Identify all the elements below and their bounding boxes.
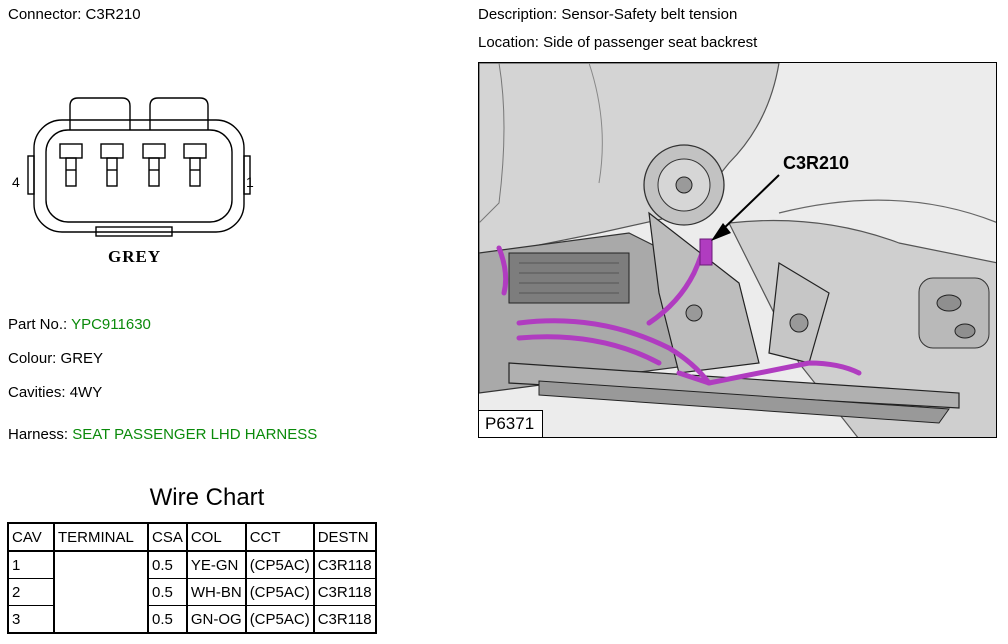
cell-destn[interactable]: C3R118 bbox=[312, 550, 377, 579]
cavities-line: Cavities: 4WY bbox=[8, 384, 102, 401]
terminal-cavity-2 bbox=[100, 143, 124, 187]
header-col: COL bbox=[185, 522, 247, 552]
wire-chart-title: Wire Chart bbox=[149, 484, 265, 511]
cell-col: YE-GN bbox=[185, 550, 247, 579]
colour-line: Colour: GREY bbox=[8, 350, 103, 367]
location-illustration: C3R210 P6371 bbox=[478, 62, 997, 438]
part-number-label: Part No.: bbox=[8, 316, 68, 333]
cell-cct: (CP5AC) bbox=[244, 605, 315, 634]
pin-number-left: 4 bbox=[12, 174, 20, 190]
side-key-right bbox=[243, 155, 251, 195]
cell-cct: (CP5AC) bbox=[244, 578, 315, 606]
cell-csa: 0.5 bbox=[147, 550, 188, 579]
header-destn: DESTN bbox=[312, 522, 377, 552]
wire-chart-table: CAV TERMINAL CSA COL CCT DESTN 1 0.5 YE-… bbox=[7, 522, 377, 634]
terminal-cavity-1 bbox=[59, 143, 83, 187]
connector-value: C3R210 bbox=[85, 6, 141, 23]
connector-face-diagram: 4 1 GREY bbox=[12, 97, 254, 266]
colour-value: GREY bbox=[60, 350, 104, 367]
pin-number-right: 1 bbox=[246, 174, 254, 190]
header-terminal: TERMINAL bbox=[53, 522, 149, 552]
cavities-value: 4WY bbox=[69, 384, 103, 401]
description-value: Sensor-Safety belt tension bbox=[561, 6, 738, 23]
cell-csa: 0.5 bbox=[147, 578, 188, 606]
header-cct: CCT bbox=[244, 522, 315, 552]
table-row: 1 0.5 YE-GN (CP5AC) C3R118 bbox=[7, 550, 377, 634]
harness-line: Harness: SEAT PASSENGER LHD HARNESS bbox=[8, 426, 317, 443]
cell-col: WH-BN bbox=[185, 578, 247, 606]
bottom-tab bbox=[95, 226, 173, 237]
housing-colour-label: GREY bbox=[108, 247, 161, 266]
location-label: Location: bbox=[478, 34, 539, 51]
description-label: Description: bbox=[478, 6, 558, 23]
seat-drawing bbox=[479, 63, 996, 437]
location-value: Side of passenger seat backrest bbox=[543, 34, 758, 51]
cell-cct: (CP5AC) bbox=[244, 550, 315, 579]
location-line: Location: Side of passenger seat backres… bbox=[478, 34, 757, 51]
connector-heading: Connector: C3R210 bbox=[8, 6, 141, 23]
cavities-label: Cavities: bbox=[8, 384, 66, 401]
terminal-cavity-3 bbox=[142, 143, 166, 187]
photo-reference-id: P6371 bbox=[479, 410, 544, 437]
photo-callout-label: C3R210 bbox=[783, 153, 850, 173]
cell-destn[interactable]: C3R118 bbox=[312, 578, 377, 606]
cell-cav: 3 bbox=[7, 605, 55, 634]
description-line: Description: Sensor-Safety belt tension bbox=[478, 6, 737, 23]
header-csa: CSA bbox=[147, 522, 188, 552]
table-row: 2 0.5 WH-BN (CP5AC) C3R118 bbox=[7, 578, 377, 606]
side-key-left bbox=[27, 155, 35, 195]
cell-terminal bbox=[53, 550, 149, 634]
table-row: 3 0.5 GN-OG (CP5AC) C3R118 bbox=[7, 605, 377, 634]
terminal-cavity-4 bbox=[183, 143, 207, 187]
wire-chart-header-row: CAV TERMINAL CSA COL CCT DESTN bbox=[7, 522, 377, 552]
part-number-link[interactable]: YPC911630 bbox=[71, 316, 151, 333]
header-cav: CAV bbox=[7, 522, 55, 552]
colour-label: Colour: bbox=[8, 350, 57, 367]
cell-col: GN-OG bbox=[185, 605, 247, 634]
harness-link[interactable]: SEAT PASSENGER LHD HARNESS bbox=[72, 426, 318, 443]
cell-destn[interactable]: C3R118 bbox=[312, 605, 377, 634]
part-number-line: Part No.: YPC911630 bbox=[8, 316, 151, 333]
latch-right bbox=[149, 97, 209, 130]
connector-label: Connector: bbox=[8, 6, 82, 23]
connector-body-inner bbox=[45, 129, 233, 223]
cell-cav: 2 bbox=[7, 578, 55, 606]
harness-label: Harness: bbox=[8, 426, 69, 443]
cell-cav: 1 bbox=[7, 550, 55, 579]
cell-csa: 0.5 bbox=[147, 605, 188, 634]
latch-left bbox=[69, 97, 131, 130]
sensor-connector-c3r210 bbox=[699, 238, 713, 266]
